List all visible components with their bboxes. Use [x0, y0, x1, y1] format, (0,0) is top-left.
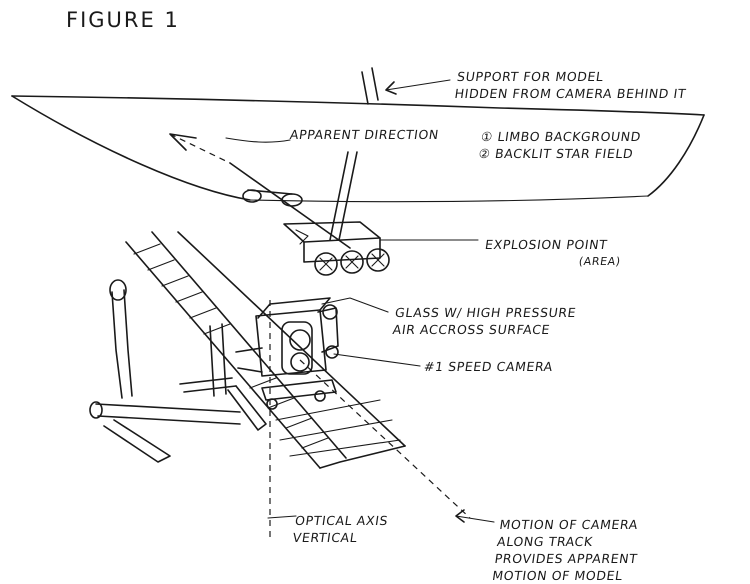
- optical-axis-label: OPTICAL AXIS VERTICAL: [291, 513, 390, 545]
- camera-motion-label: MOTION OF CAMERA ALONG TRACK PROVIDES AP…: [491, 517, 640, 583]
- leader-lines: [267, 79, 495, 523]
- track-supports: [89, 279, 267, 463]
- speed-camera-dolly: [235, 297, 339, 410]
- speed-camera-label: #1 SPEED CAMERA: [422, 359, 555, 374]
- explosion-point-label: EXPLOSION POINT (AREA): [484, 237, 622, 268]
- background-options-label: ① LIMBO BACKGROUND ② BACKLIT STAR FIELD: [477, 129, 643, 161]
- support-label: SUPPORT FOR MODEL HIDDEN FROM CAMERA BEH…: [453, 69, 688, 101]
- glass-pressure-label: GLASS W/ HIGH PRESSURE AIR ACCROSS SURFA…: [391, 305, 578, 337]
- spacecraft-model: [242, 189, 390, 276]
- model-support-post: [329, 67, 379, 241]
- apparent-direction-label: APPARENT DIRECTION: [288, 127, 440, 142]
- figure-title: FIGURE 1: [66, 8, 180, 32]
- camera-track: [125, 231, 406, 469]
- axis-lines: [269, 300, 471, 540]
